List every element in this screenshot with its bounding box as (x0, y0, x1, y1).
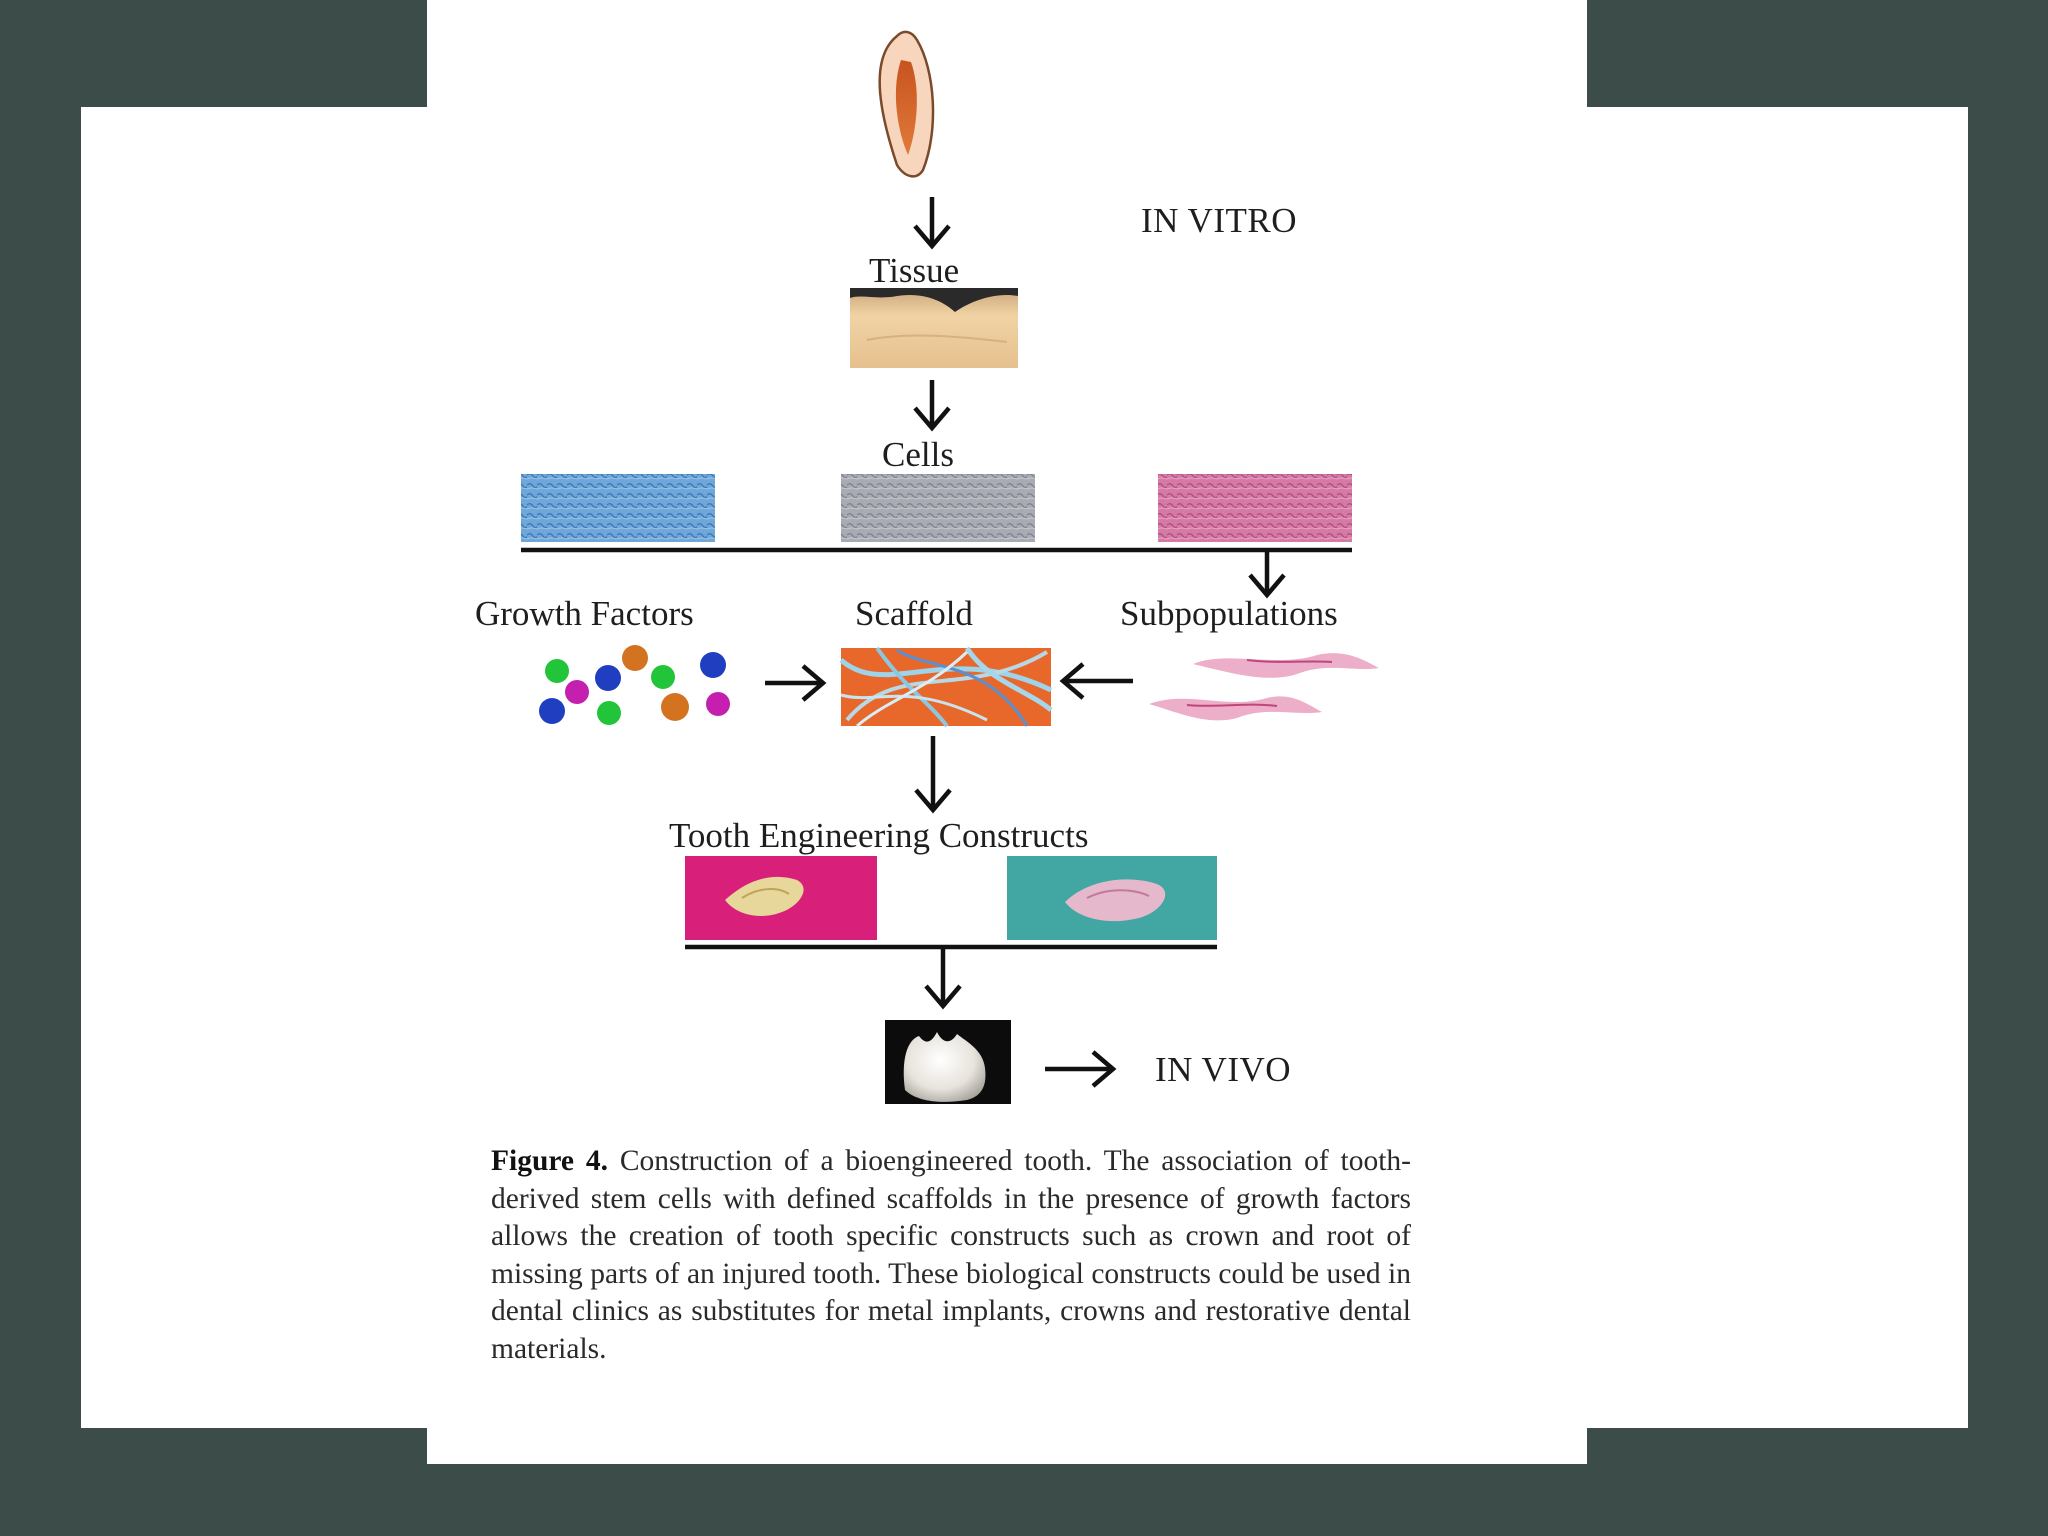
arrow-down-icon (1248, 550, 1286, 599)
incisor-icon (878, 30, 935, 178)
in-vitro-label: IN VITRO (1141, 201, 1297, 240)
arrow-right-icon (1045, 1050, 1117, 1088)
growth-factors-label: Growth Factors (475, 594, 694, 633)
tissue-label: Tissue (869, 251, 960, 290)
figure-diagram (521, 30, 1379, 1104)
cells-image-pink (1158, 474, 1352, 542)
constructs-label: Tooth Engineering Constructs (669, 816, 1089, 855)
figure-caption: Figure 4. Construction of a bioengineere… (491, 1143, 1411, 1368)
cells-label: Cells (882, 435, 954, 474)
figure-page: IN VITRO Tissue Cells Growth Factors Sca… (427, 0, 1587, 1464)
scaffold-label: Scaffold (855, 594, 973, 633)
arrow-right-icon (765, 664, 827, 702)
arrow-down-icon (924, 947, 962, 1010)
arrow-down-icon (914, 736, 952, 814)
figure-caption-label: Figure 4. (491, 1145, 608, 1177)
cells-image-gray (841, 474, 1035, 542)
tooth-photo (885, 1020, 1011, 1104)
subpopulation-cells-image (1149, 653, 1379, 721)
arrow-down-icon (913, 380, 951, 432)
arrow-left-icon (1059, 662, 1133, 700)
tissue-image (850, 288, 1018, 368)
construct-image-root (1007, 856, 1217, 940)
growth-factor-dots (539, 645, 730, 725)
subpopulations-label: Subpopulations (1120, 594, 1338, 633)
construct-image-crown (685, 856, 877, 940)
figure-caption-text: Construction of a bioengineered tooth. T… (491, 1145, 1412, 1365)
in-vivo-label: IN VIVO (1155, 1050, 1292, 1089)
scaffold-image (839, 646, 1053, 728)
cells-image-blue (521, 474, 715, 542)
arrow-down-icon (913, 197, 951, 250)
